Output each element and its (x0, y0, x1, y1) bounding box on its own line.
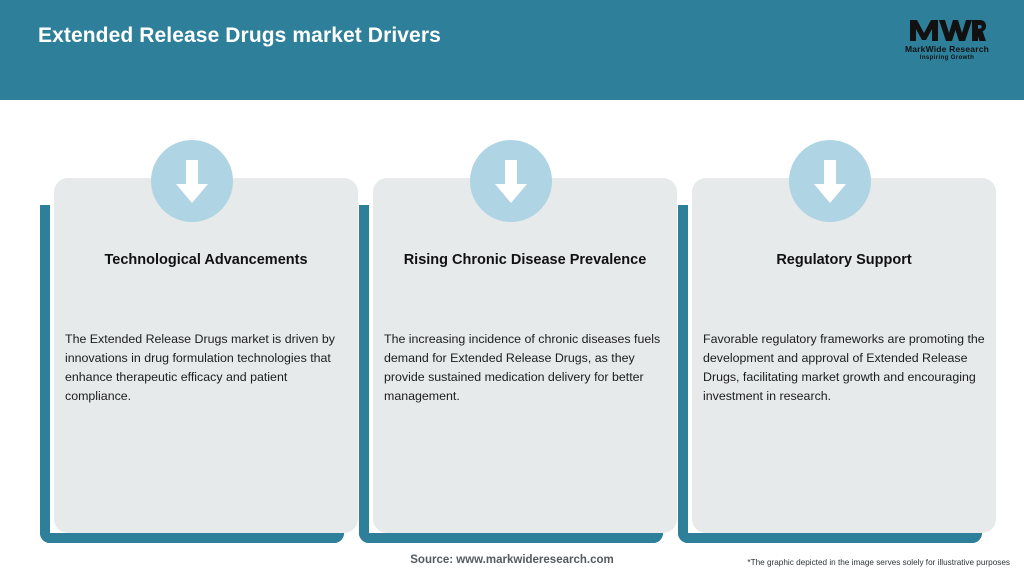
mwr-monogram-icon (910, 20, 986, 41)
arrow-down-icon (789, 140, 871, 222)
brand-logo: MarkWide Research Inspiring Growth (892, 10, 1002, 68)
card-body-text: Favorable regulatory frameworks are prom… (703, 332, 985, 403)
page-title: Extended Release Drugs market Drivers (38, 24, 441, 47)
driver-cards-container: Technological Advancements The Extended … (0, 100, 1024, 543)
card-title: Regulatory Support (776, 252, 912, 268)
arrow-down-icon (151, 140, 233, 222)
card-panel: Regulatory Support Favorable regulatory … (692, 178, 996, 533)
driver-card-2[interactable]: Rising Chronic Disease Prevalence The in… (359, 100, 677, 543)
driver-card-3[interactable]: Regulatory Support Favorable regulatory … (678, 100, 996, 543)
disclaimer-note: *The graphic depicted in the image serve… (747, 558, 1010, 567)
card-panel: Rising Chronic Disease Prevalence The in… (373, 178, 677, 533)
card-title: Technological Advancements (104, 252, 308, 268)
card-body-text: The Extended Release Drugs market is dri… (65, 332, 335, 403)
driver-card-1[interactable]: Technological Advancements The Extended … (40, 100, 358, 543)
card-title: Rising Chronic Disease Prevalence (403, 252, 647, 268)
header-band: Extended Release Drugs market Drivers Ma… (0, 0, 1024, 100)
card-body-text: The increasing incidence of chronic dise… (384, 332, 661, 403)
logo-company-name: MarkWide Research (904, 44, 990, 54)
source-label: Source: www.markwideresearch.com (410, 554, 614, 566)
arrow-down-icon (470, 140, 552, 222)
card-panel: Technological Advancements The Extended … (54, 178, 358, 533)
logo-tagline: Inspiring Growth (919, 55, 975, 61)
